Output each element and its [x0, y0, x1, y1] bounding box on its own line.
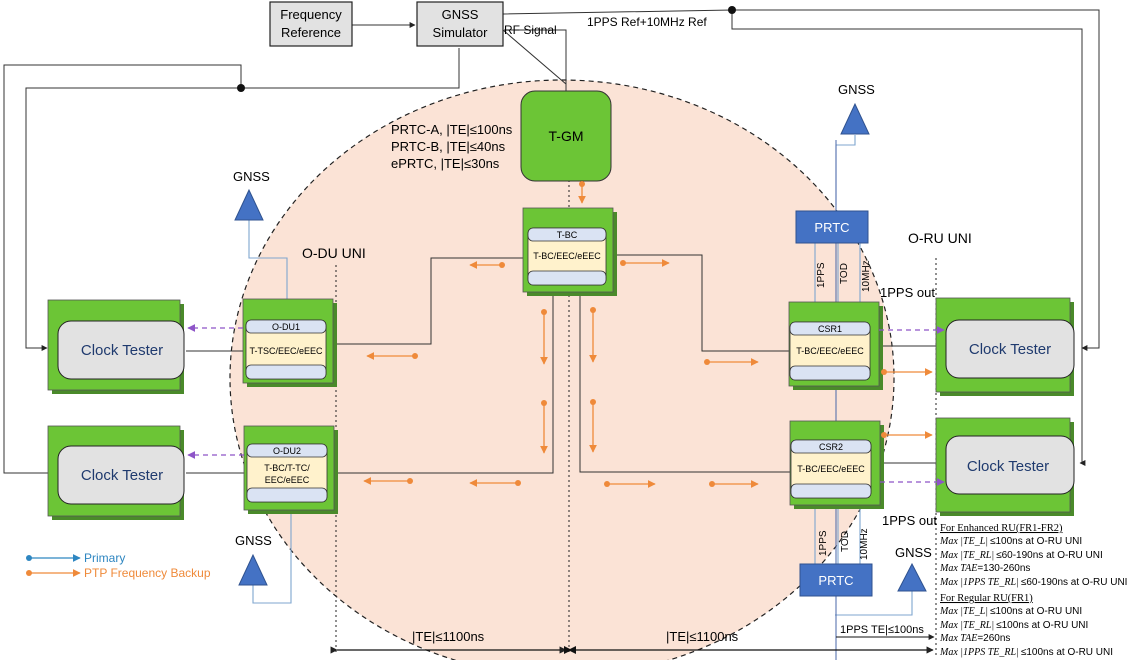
- regular-ru-heading: For Regular RU(FR1): [940, 593, 1033, 604]
- prtc-spec-a: PRTC-A, |TE|≤100ns: [391, 122, 513, 137]
- gnss-antenna-odu2: GNSS: [235, 533, 272, 586]
- tbc-title: T-BC: [557, 230, 578, 240]
- o-du-uni-label: O-DU UNI: [302, 245, 366, 261]
- csr2-pps-label: 1PPS: [818, 530, 829, 556]
- frequency-reference-line1: Frequency: [280, 7, 342, 22]
- csr1-node: CSR1 T-BC/EEC/eEEC: [788, 301, 883, 390]
- gnss-label-odu2: GNSS: [235, 533, 272, 548]
- frequency-reference-line2: Reference: [281, 25, 341, 40]
- sync-domain-ellipse: [229, 79, 895, 660]
- gnss-label-bottom: GNSS: [895, 545, 932, 560]
- gnss-simulator-line2: Simulator: [433, 25, 489, 40]
- gnss-label-top: GNSS: [838, 82, 875, 97]
- regular-ru-line-3: Max TAE=260ns: [939, 633, 1010, 644]
- rf-signal-label: RF Signal: [504, 23, 557, 37]
- prtc-spec-b: PRTC-B, |TE|≤40ns: [391, 139, 506, 154]
- csr1-10mhz-label: 10MHz: [861, 260, 872, 292]
- csr1-tod-label: TOD: [839, 263, 850, 284]
- csr2-title: CSR2: [819, 442, 843, 452]
- enhanced-ru-line-3: Max TAE=130-260ns: [939, 563, 1030, 574]
- frequency-reference-box: [269, 1, 353, 47]
- gnss-label-odu1: GNSS: [233, 169, 270, 184]
- odu2-title: O-DU2: [273, 446, 301, 456]
- prtc-top-label: PRTC: [814, 220, 849, 235]
- tgm-label: T-GM: [549, 128, 584, 144]
- odu2-body-line2: EEC/eEEC: [265, 475, 310, 485]
- enhanced-ru-line-2: Max |TE_RL|≤60-190ns at O-RU UNI: [939, 550, 1103, 561]
- clock-tester-2: Clock Tester: [47, 425, 185, 520]
- te-budget: |TE|≤1100ns |TE|≤1100ns 1PPS TE|≤100ns: [330, 624, 935, 654]
- odu1-node: O-DU1 T-TSC/EEC/eEEC: [242, 298, 337, 387]
- legend-primary: Primary: [84, 551, 125, 565]
- enhanced-ru-line-4: Max |1PPS TE_RL|≤60-190ns at O-RU UNI: [939, 577, 1127, 588]
- ref-signal-label: 1PPS Ref+10MHz Ref: [587, 15, 707, 29]
- regular-ru-line-4: Max |1PPS TE_RL|≤100ns at O-RU UNI: [939, 647, 1113, 658]
- legend-backup: PTP Frequency Backup: [84, 566, 211, 580]
- enhanced-ru-line-1: Max |TE_L|≤100ns at O-RU UNI: [939, 536, 1082, 547]
- prtc-top-box: [795, 210, 869, 244]
- tbc-node: T-BC T-BC/EEC/eEEC: [522, 207, 617, 296]
- csr2-body: T-BC/EEC/eEEC: [797, 464, 865, 474]
- clock-tester-2-label: Clock Tester: [81, 467, 163, 484]
- tbc-body: T-BC/EEC/eEEC: [533, 251, 601, 261]
- odu2-node: O-DU2 T-BC/T-TC/ EEC/eEEC: [243, 425, 338, 514]
- csr1-body: T-BC/EEC/eEEC: [796, 346, 864, 356]
- csr2-node: CSR2 T-BC/EEC/eEEC: [789, 420, 884, 509]
- odu2-body-line1: T-BC/T-TC/: [264, 463, 310, 473]
- pps-out-label-1: 1PPS out: [880, 285, 935, 300]
- clock-tester-1-label: Clock Tester: [81, 342, 163, 359]
- gnss-antenna-odu1: GNSS: [233, 169, 270, 221]
- pps-te-label: 1PPS TE|≤100ns: [840, 624, 924, 636]
- gnss-antenna-top: GNSS: [838, 82, 875, 135]
- clock-tester-1: Clock Tester: [47, 299, 185, 394]
- o-ru-uni-label: O-RU UNI: [908, 230, 972, 246]
- regular-ru-line-1: Max |TE_L|≤100ns at O-RU UNI: [939, 606, 1082, 617]
- legend: Primary PTP Frequency Backup: [26, 551, 211, 580]
- csr1-pps-label: 1PPS: [816, 262, 827, 288]
- enhanced-ru-heading: For Enhanced RU(FR1-FR2): [940, 523, 1063, 534]
- prtc-bottom-box: [799, 563, 873, 597]
- gnss-antenna-bottom: GNSS: [895, 545, 932, 592]
- csr2-tod-label: TOD: [840, 531, 851, 552]
- tgm-box: [520, 90, 612, 182]
- csr2-10mhz-label: 10MHz: [859, 528, 870, 560]
- te-budget-odu: |TE|≤1100ns: [412, 629, 485, 644]
- prtc-spec-eprtc: ePRTC, |TE|≤30ns: [391, 156, 500, 171]
- te-budget-oru: |TE|≤1100ns: [666, 629, 739, 644]
- odu1-body: T-TSC/EEC/eEEC: [249, 346, 323, 356]
- clock-tester-4-label: Clock Tester: [967, 458, 1049, 475]
- requirements-panel: For Enhanced RU(FR1-FR2) Max |TE_L|≤100n…: [939, 523, 1127, 658]
- regular-ru-line-2: Max |TE_RL|≤100ns at O-RU UNI: [939, 620, 1088, 631]
- gnss-simulator-box: [416, 1, 504, 47]
- clock-tester-3: Clock Tester: [935, 297, 1075, 396]
- clock-tester-4: Clock Tester: [935, 417, 1075, 516]
- odu1-title: O-DU1: [272, 322, 300, 332]
- clock-tester-3-label: Clock Tester: [969, 341, 1051, 358]
- pps-out-label-2: 1PPS out: [882, 513, 937, 528]
- prtc-bottom-label: PRTC: [818, 573, 853, 588]
- measurement-arrows: [187, 324, 945, 486]
- gnss-simulator-line1: GNSS: [442, 7, 479, 22]
- ptp-backup-arrows: [363, 259, 933, 488]
- csr1-title: CSR1: [818, 324, 842, 334]
